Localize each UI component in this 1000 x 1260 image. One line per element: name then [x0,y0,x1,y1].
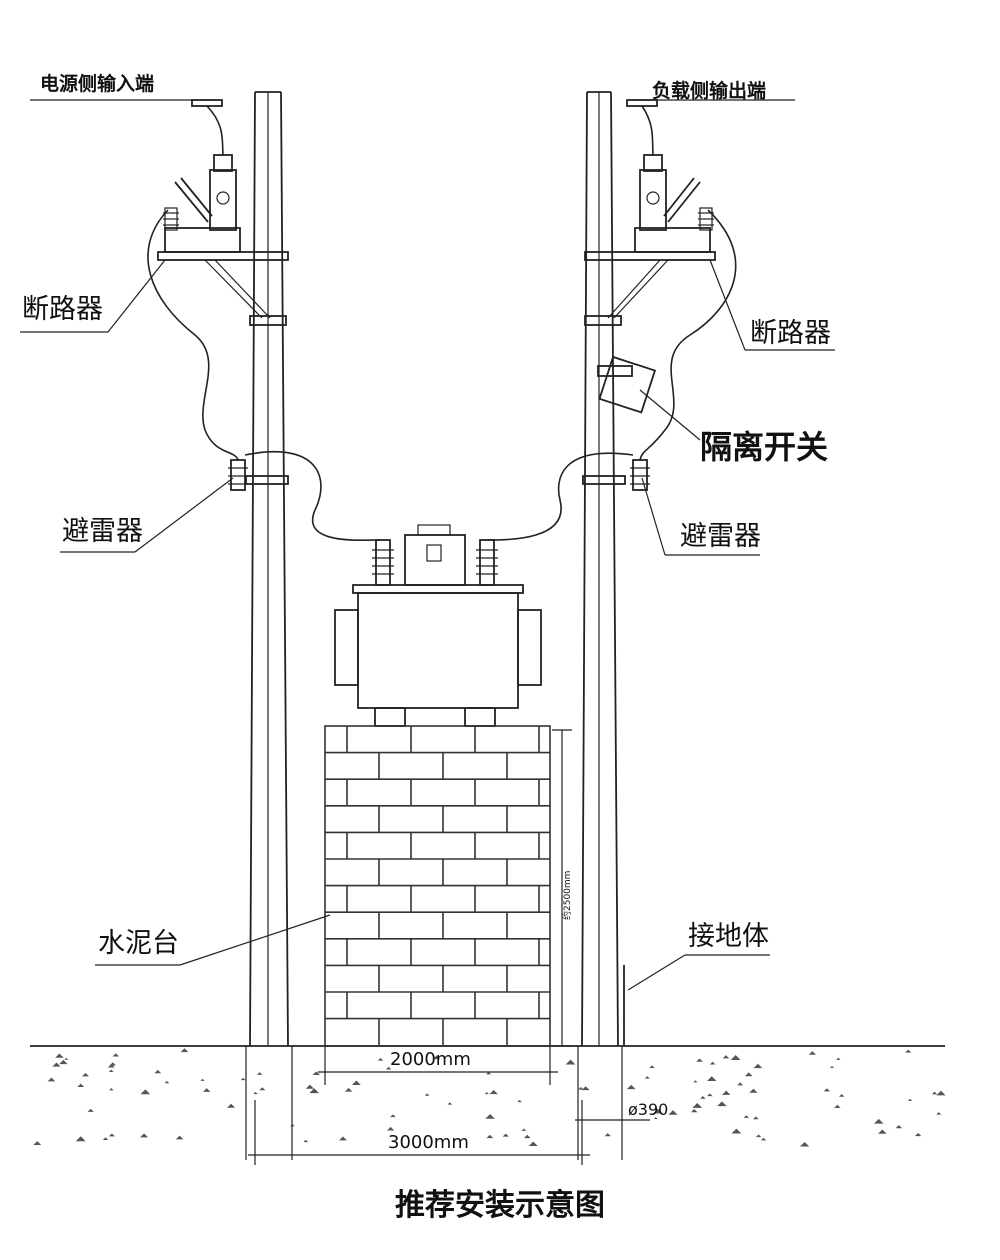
input-end-label: 电源侧输入端 [40,72,154,95]
arrester-right [630,459,650,491]
platform-width-dimension: 2000mm [390,1049,471,1070]
breaker-left-label: 断路器 [22,294,103,325]
arrester-left [228,459,248,491]
total-width-dimension: 3000mm [388,1132,469,1153]
soil-texture [33,1048,946,1147]
platform-height-dimension: 约2500mm [561,871,573,920]
breaker-right-label: 断路器 [750,318,831,349]
cement-platform [324,725,551,1047]
left-pole [157,91,293,1160]
ground [30,1045,946,1147]
dimension-lines [248,729,650,1165]
pole-diameter-dimension: ø390 [628,1100,668,1119]
breaker-left [163,154,241,253]
cement-platform-label: 水泥台 [98,928,179,959]
output-end-label: 负载侧输出端 [652,79,766,102]
wires [147,105,737,542]
grounding-body-label: 接地体 [688,921,769,952]
arrester-left-label: 避雷器 [62,516,143,547]
diagram-title: 推荐安装示意图 [395,1188,605,1223]
leader-lines [20,99,835,991]
isolating-switch-label: 隔离开关 [700,428,828,466]
breaker-right [634,154,714,253]
right-pole [577,91,716,1160]
transformer [334,524,542,727]
arrester-right-label: 避雷器 [680,521,761,552]
input-terminal [191,99,223,107]
